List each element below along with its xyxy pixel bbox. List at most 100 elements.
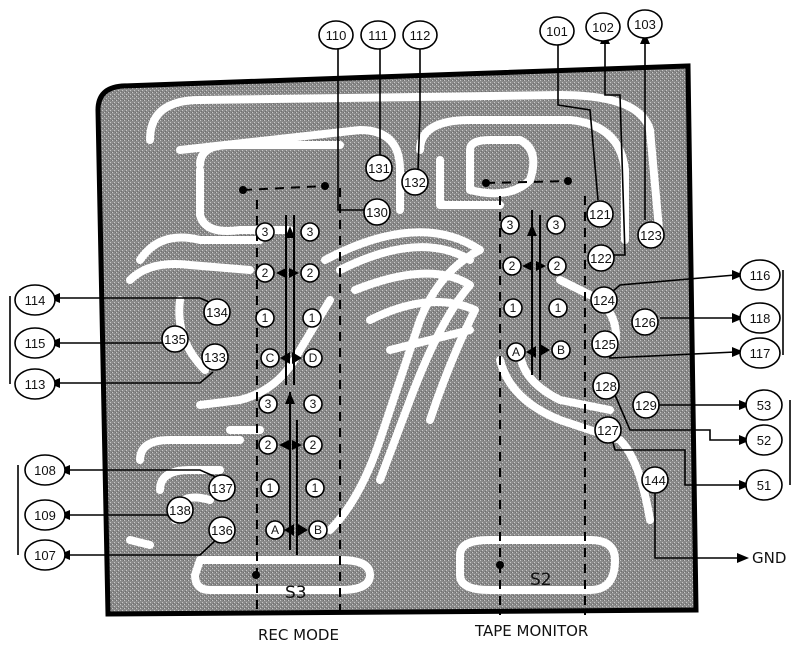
pad-s3-2-left: [255, 263, 275, 283]
callout-136: 136: [208, 516, 236, 544]
svg-text:125: 125: [594, 337, 616, 352]
svg-text:118: 118: [750, 311, 771, 326]
callout-131: 131: [365, 154, 393, 182]
callout-128: 128: [592, 372, 620, 400]
pin-label: 3: [507, 218, 514, 232]
svg-text:128: 128: [595, 379, 617, 394]
pad-s3-3-left: [255, 222, 275, 242]
svg-text:129: 129: [635, 398, 657, 413]
pad-s3-1-right: [302, 308, 322, 328]
pad-s3-2b-left: [258, 435, 278, 455]
terminal-111: 111: [360, 20, 396, 50]
terminal-52: 52: [745, 424, 783, 456]
svg-text:115: 115: [25, 336, 46, 351]
pin-label: 1: [510, 301, 517, 315]
terminal-109: 109: [24, 499, 66, 531]
pin-label: 3: [265, 397, 272, 411]
terminal-113: 113: [14, 368, 56, 400]
pad-s3-c: [260, 348, 280, 368]
terminal-112: 112: [402, 20, 438, 50]
callout-137: 137: [208, 474, 236, 502]
svg-text:133: 133: [204, 350, 226, 365]
svg-text:53: 53: [757, 398, 771, 413]
svg-text:126: 126: [634, 315, 656, 330]
callout-124: 124: [590, 286, 618, 314]
svg-text:134: 134: [206, 305, 228, 320]
callout-138: 138: [166, 496, 194, 524]
pin-label: D: [309, 351, 318, 365]
pin-label: 1: [309, 311, 316, 325]
svg-text:110: 110: [326, 28, 347, 43]
svg-text:137: 137: [211, 481, 233, 496]
callout-127: 127: [594, 416, 622, 444]
pin-label: 2: [265, 438, 272, 452]
terminal-53: 53: [745, 389, 783, 421]
terminal-114: 114: [14, 284, 56, 316]
svg-text:122: 122: [590, 251, 612, 266]
board: [95, 63, 699, 617]
pin-label: 3: [553, 218, 560, 232]
pin-label: 3: [307, 225, 314, 239]
pad-s2-b: [551, 340, 571, 360]
pin-label: 1: [312, 481, 319, 495]
terminal-115: 115: [14, 327, 56, 359]
callout-122: 122: [587, 244, 615, 272]
pad-s3-1b-right: [305, 478, 325, 498]
pin-label: 2: [307, 266, 314, 280]
switch-anchor-dots: [239, 177, 572, 579]
s2-label: S2: [530, 570, 552, 590]
terminal-108: 108: [24, 454, 66, 486]
svg-text:127: 127: [597, 423, 619, 438]
svg-text:116: 116: [750, 268, 771, 283]
terminal-117: 117: [739, 337, 781, 369]
callout-144: 144: [641, 466, 669, 494]
terminal-103: 103: [627, 9, 663, 39]
pad-s3-3-right: [300, 222, 320, 242]
pad-s2-3-left: [500, 215, 520, 235]
pin-label: A: [271, 523, 279, 537]
pad-s3-b: [308, 520, 328, 540]
pin-label: 3: [310, 397, 317, 411]
tape-monitor-label: TAPE MONITOR: [474, 622, 588, 640]
callout-130: 130: [363, 198, 391, 226]
svg-text:112: 112: [410, 28, 431, 43]
gnd-label: GND: [752, 549, 786, 567]
pin-label: 2: [310, 438, 317, 452]
svg-text:111: 111: [368, 28, 388, 43]
pad-s2-1-right: [548, 298, 568, 318]
pin-label: C: [266, 351, 275, 365]
pad-s2-2-right: [547, 256, 567, 276]
svg-text:108: 108: [34, 463, 56, 478]
svg-text:135: 135: [164, 332, 186, 347]
pin-label: 3: [262, 225, 269, 239]
board-callouts: 121 122 123 124 125 126 127 128 129 130 …: [161, 154, 669, 544]
pad-s2-a: [506, 342, 526, 362]
svg-text:124: 124: [593, 293, 615, 308]
isolation-channels: [126, 91, 664, 594]
terminal-102: 102: [585, 12, 621, 42]
svg-text:102: 102: [592, 20, 614, 35]
terminal-101: 101: [539, 16, 575, 46]
callout-135: 135: [161, 325, 189, 353]
pad-s3-3b-left: [258, 394, 278, 414]
callout-125: 125: [591, 330, 619, 358]
svg-text:114: 114: [25, 293, 46, 308]
pin-label: 1: [262, 311, 269, 325]
terminal-51: 51: [745, 469, 783, 501]
board-outline: [95, 63, 699, 617]
svg-text:131: 131: [368, 161, 390, 176]
svg-text:117: 117: [750, 346, 771, 361]
switch-s2-outline: [485, 180, 586, 615]
svg-text:101: 101: [546, 24, 568, 39]
pin-label: 2: [509, 259, 516, 273]
svg-text:138: 138: [169, 503, 191, 518]
svg-text:144: 144: [644, 473, 666, 488]
pin-label: B: [314, 523, 322, 537]
callout-123: 123: [637, 221, 665, 249]
pin-label: 1: [267, 481, 274, 495]
svg-text:113: 113: [25, 377, 46, 392]
pin-label: A: [512, 345, 520, 359]
pin-label: 2: [262, 266, 269, 280]
terminal-107: 107: [24, 539, 66, 571]
